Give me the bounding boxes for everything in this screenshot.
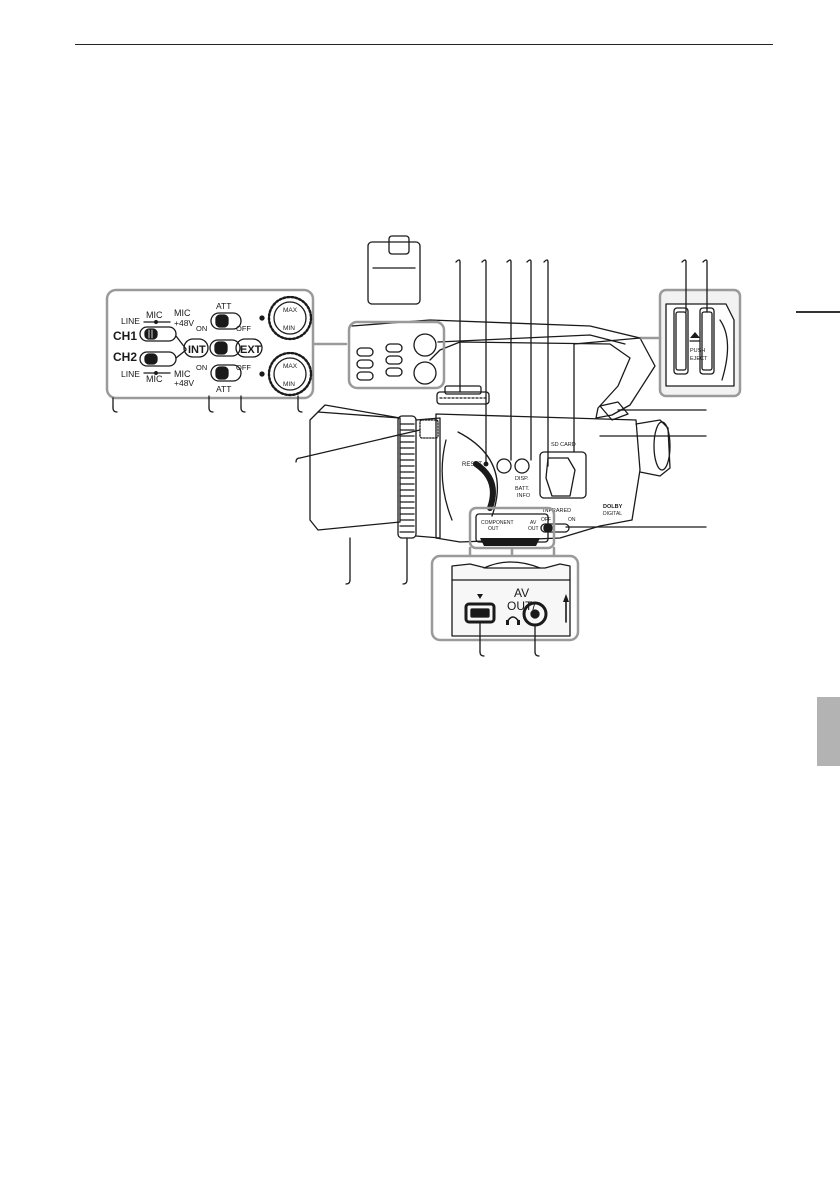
off-label-1: OFF: [236, 324, 251, 333]
plus48v-label-2: +48V: [174, 378, 194, 388]
att-label-2: ATT: [216, 384, 231, 394]
headphone-icon: [506, 616, 520, 625]
dolby-label: DOLBY: [603, 504, 623, 510]
sd-card-label: SD CARD: [551, 442, 576, 448]
disp-label: DISP.: [515, 476, 529, 482]
connector-callout: AV OUT/: [430, 546, 580, 642]
off-label-2: OFF: [236, 363, 251, 372]
leader-lines: [295, 259, 708, 657]
edge-tick-mark: [796, 311, 840, 313]
batt-info-label-2: INFO: [517, 493, 531, 499]
eject-icon: [689, 332, 701, 342]
plus48v-label-1: +48V: [174, 318, 194, 328]
push-label: PUSH: [690, 348, 705, 354]
att-label-1: ATT: [216, 301, 231, 311]
reset-label: RESET: [462, 462, 482, 468]
out-label: OUT/: [507, 599, 536, 613]
line-label-1: LINE: [121, 316, 140, 326]
eject-label: EJECT: [690, 356, 708, 362]
ir-off-label: OFF: [541, 517, 551, 523]
on-label-2: ON: [196, 363, 207, 372]
av-out-small-label-2: OUT: [528, 526, 539, 532]
min-label-2: MIN: [283, 381, 295, 388]
digital-label: DIGITAL: [603, 511, 622, 517]
av-label: AV: [514, 586, 529, 600]
ch1-label: CH1: [113, 329, 137, 343]
mic48-label-1: MIC: [174, 308, 191, 318]
line-label-2: LINE: [121, 369, 140, 379]
usb-triangle-icon: [477, 594, 483, 599]
av-out-small-label: AV: [530, 520, 537, 526]
memory-card-callout: PUSH EJECT: [638, 288, 742, 398]
ir-on-label: ON: [568, 517, 576, 523]
on-label-1: ON: [196, 324, 207, 333]
component-out-label-2: OUT: [488, 526, 499, 532]
header-rule: [75, 44, 773, 45]
ch2-label: CH2: [113, 350, 137, 364]
batt-info-label: BATT.: [515, 486, 530, 492]
chapter-thumb-tab: [817, 697, 840, 766]
max-label-2: MAX: [283, 363, 298, 370]
mic48-label-2: MIC: [174, 369, 191, 379]
component-out-label: COMPONENT: [481, 520, 514, 526]
ext-label: EXT: [240, 344, 262, 356]
int-label: INT: [188, 344, 206, 356]
mic-panel-callout: LINE MIC MIC +48V CH1 INT EXT CH2 LINE M…: [105, 288, 348, 413]
mic-label-2: MIC: [146, 374, 163, 384]
min-label-1: MIN: [283, 325, 295, 332]
camcorder-body: RESET DISP. BATT. INFO SD CARD DOLBY DIG…: [309, 235, 671, 550]
infrared-label: INFRARED: [543, 508, 571, 514]
max-label-1: MAX: [283, 307, 298, 314]
mic-label-1: MIC: [146, 310, 163, 320]
